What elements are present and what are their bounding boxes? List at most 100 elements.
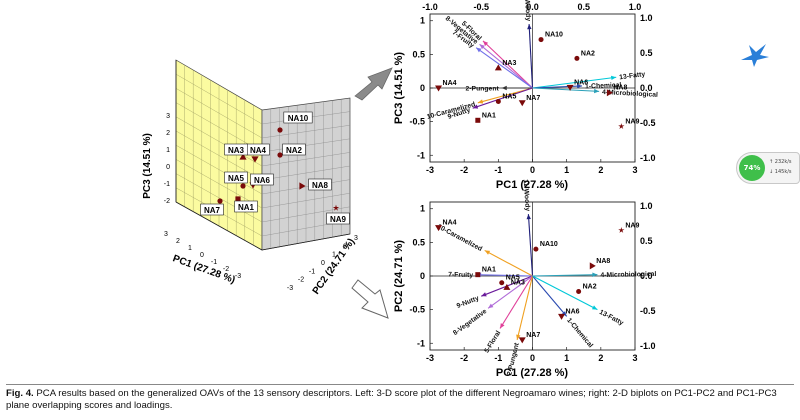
x-tick-label: -2 <box>460 165 468 175</box>
x-tick-label: 3 <box>632 165 637 175</box>
score-marker <box>576 288 582 294</box>
loading-arrowhead <box>594 88 600 94</box>
loading-arrowhead <box>561 311 567 317</box>
pc2-axis-line <box>261 233 351 251</box>
loading-arrowhead <box>591 305 598 310</box>
score-label-box <box>250 173 274 186</box>
grid-line <box>175 116 263 167</box>
loading-vector <box>479 43 533 89</box>
right-tick-label: -1.0 <box>640 153 656 163</box>
score-marker <box>558 313 566 320</box>
score-label: NA4 <box>443 80 457 87</box>
loading-arrowhead <box>481 292 487 297</box>
loading-vector <box>532 275 598 311</box>
y-tick-label: -1 <box>417 150 425 160</box>
loading-arrowhead <box>477 99 484 104</box>
score-marker <box>475 117 481 123</box>
y-tick-label: -0.5 <box>409 117 425 127</box>
pc1-tick-label-3d: 3 <box>164 231 168 238</box>
score-label: NA3 <box>502 60 516 67</box>
x-tick-label: 2 <box>598 165 603 175</box>
score-label: NA6 <box>566 308 580 315</box>
loading-vector <box>532 85 583 89</box>
score-label-box <box>234 200 258 213</box>
pc1-axis-label-bottom: PC1 (27.28 %) <box>496 367 568 379</box>
grid-line <box>261 125 351 139</box>
right-tick-label: 0.5 <box>640 48 653 58</box>
score-label-3d: NA7 <box>204 206 221 215</box>
pc2-tick-label-3d: 2 <box>343 243 347 250</box>
loading-vector <box>528 24 534 89</box>
x-tick-label: -3 <box>426 165 434 175</box>
loading-label: 1-Chemical <box>585 82 622 90</box>
score-marker <box>518 100 526 107</box>
score-label: NA9 <box>625 118 639 125</box>
pc2-tick-label-3d: 1 <box>332 252 336 259</box>
loading-vector <box>484 249 533 277</box>
pc2-axis-label-3d: PC2 (24.71 %) <box>311 237 358 297</box>
score-label-3d: NA9 <box>330 215 347 224</box>
score-marker <box>618 123 625 129</box>
score-label-box <box>326 212 350 225</box>
x-tick-label: 0 <box>530 353 535 363</box>
figure-caption: Fig. 4. PCA results based on the general… <box>6 388 794 412</box>
top-tick-label: 0.0 <box>526 2 539 12</box>
pc1-tick-label-3d: -1 <box>211 259 217 266</box>
loading-vector <box>532 87 600 92</box>
loading-label: 4-Microbiological <box>600 271 656 279</box>
loading-label: 11-Woody <box>522 179 531 212</box>
loading-vector <box>532 76 617 89</box>
bird-icon <box>741 44 769 67</box>
loading-arrowhead <box>488 303 494 309</box>
score-label-3d: NA4 <box>250 146 267 155</box>
score-marker <box>606 89 613 97</box>
loading-arrowhead <box>527 24 532 30</box>
loading-arrowhead <box>576 83 583 89</box>
right-tick-label: 0.0 <box>640 83 653 93</box>
bird-app-icon[interactable] <box>738 40 772 70</box>
caption-divider <box>6 384 794 385</box>
arrow-to-top-plot <box>354 67 393 101</box>
loading-vector <box>476 274 533 277</box>
y-tick-label: 1 <box>420 204 425 214</box>
score-marker-3d <box>332 204 340 211</box>
score-label: NA10 <box>540 241 558 248</box>
y-tick-label: 0.5 <box>412 49 425 59</box>
grid-line <box>261 138 351 153</box>
score-label: NA5 <box>502 93 516 100</box>
y-tick-label: -1 <box>417 338 425 348</box>
y-tick-label: 0.5 <box>412 237 425 247</box>
score-label: NA3 <box>511 279 525 286</box>
loading-label: 7-Fruity <box>448 271 473 279</box>
pc1-tick-label-3d: -2 <box>223 266 229 273</box>
y-tick-label: -0.5 <box>409 305 425 315</box>
right-tick-label: 0.0 <box>640 271 653 281</box>
score-label: NA9 <box>625 222 639 229</box>
right-tick-label: 1.0 <box>640 13 653 23</box>
loading-label: 13-Fatty <box>619 71 646 81</box>
score-label: NA4 <box>443 220 457 227</box>
score-label-box <box>224 143 248 156</box>
score-marker <box>518 337 526 344</box>
network-speed-widget[interactable]: 74% ↑ 232k/s ↓ 145k/s <box>736 152 800 184</box>
loading-vector <box>482 40 533 89</box>
loading-vector <box>477 87 533 104</box>
score-label: NA10 <box>545 32 563 39</box>
y-tick-label: 0 <box>420 83 425 93</box>
loading-arrowhead <box>592 272 598 277</box>
score-label-3d: NA6 <box>254 176 271 185</box>
score-marker <box>589 262 596 270</box>
pc2-tick-label-3d: -1 <box>309 268 315 275</box>
top-tick-label: 1.0 <box>629 2 642 12</box>
score-marker-3d <box>217 198 223 204</box>
x-tick-label: 1 <box>564 165 569 175</box>
score-marker-3d <box>299 182 306 190</box>
score-label: NA5 <box>506 275 520 282</box>
score-marker <box>499 280 505 286</box>
loading-arrowhead <box>484 250 491 255</box>
score-marker-3d <box>240 183 246 189</box>
x-tick-label: 1 <box>564 353 569 363</box>
